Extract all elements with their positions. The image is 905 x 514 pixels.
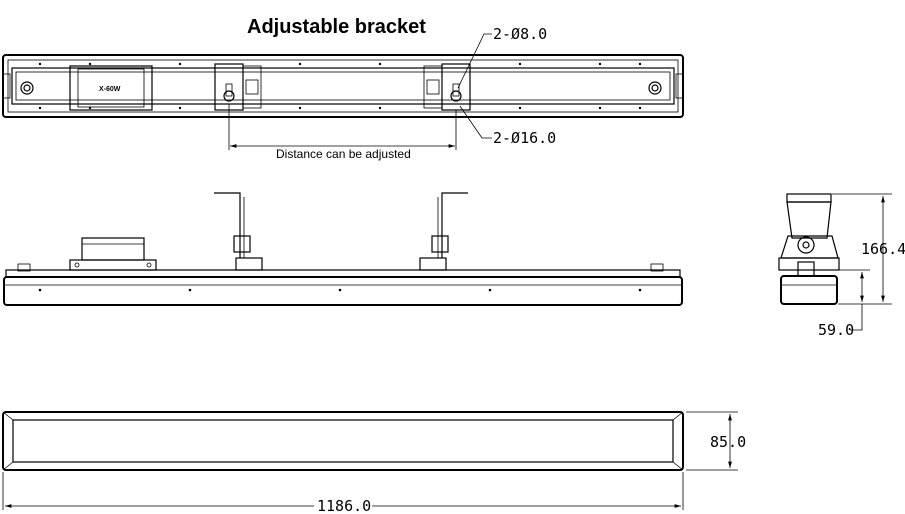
- end-body: [780, 275, 838, 305]
- large-hole-note: 2-Ø16.0: [493, 129, 556, 147]
- adjust-note: Distance can be adjusted: [276, 147, 411, 161]
- front-height-label: 85.0: [710, 433, 746, 451]
- side-view-body: [3, 276, 683, 306]
- drawing-title: Adjustable bracket: [247, 16, 426, 38]
- side-height-label: 166.4: [861, 240, 905, 258]
- leader-large-hole: [459, 105, 492, 139]
- top-view: X-60W 2-Ø8.0 2-Ø16.0 D: [2, 25, 684, 161]
- end-screw-right: [648, 81, 662, 95]
- mounting-dots: [38, 62, 642, 110]
- bracket-side-right: [441, 192, 468, 258]
- driver-label: X-60W: [99, 86, 121, 93]
- end-bracket: [786, 201, 832, 239]
- small-hole-note: 2-Ø8.0: [493, 25, 547, 43]
- side-view: [3, 192, 683, 306]
- bracket-left: [214, 63, 244, 111]
- bracket-side-left: [214, 192, 241, 258]
- end-view: 166.4 59.0: [778, 193, 905, 339]
- driver-side: [81, 237, 145, 261]
- keyhole-right: [450, 90, 462, 102]
- length-label: 1186.0: [317, 497, 371, 514]
- pivot-screw: [797, 236, 815, 254]
- keyhole-left: [223, 90, 235, 102]
- front-view: 85.0 1186.0: [2, 411, 746, 514]
- leader-small-hole: [457, 33, 492, 89]
- side-width-label: 59.0: [818, 321, 854, 339]
- driver-box: [69, 65, 153, 111]
- front-view-outline: [2, 411, 684, 471]
- end-screw-left: [20, 81, 34, 95]
